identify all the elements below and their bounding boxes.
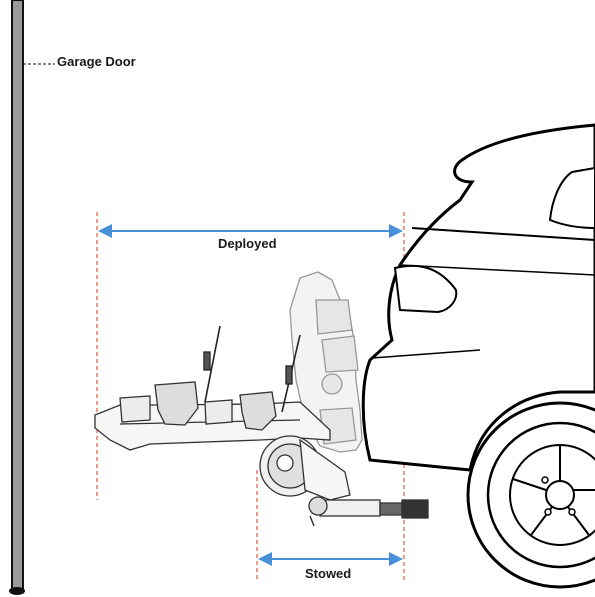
bike-rack — [94, 271, 429, 527]
garage-door-post — [9, 0, 55, 595]
stowed-dimension-arrow — [258, 552, 403, 566]
deployed-label: Deployed — [218, 236, 277, 251]
stowed-label: Stowed — [305, 566, 352, 581]
deployed-dimension-arrow — [98, 224, 403, 238]
garage-door-label: Garage Door — [57, 54, 136, 69]
vehicle-rear — [361, 123, 595, 589]
